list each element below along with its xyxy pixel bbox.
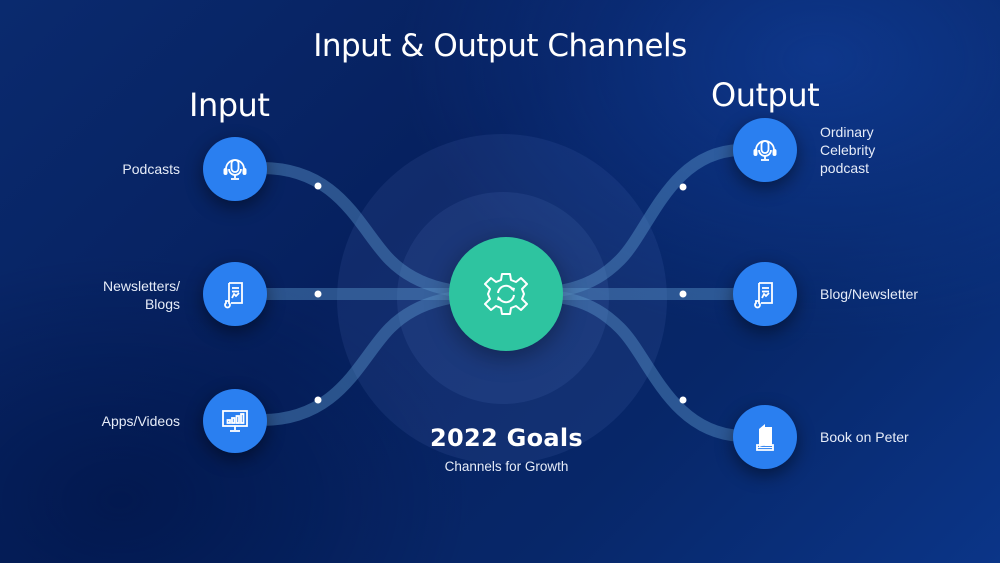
output-node-book[interactable] xyxy=(733,405,797,469)
input-label-newsletters-line1: Newsletters/ xyxy=(102,278,180,294)
output-label-podcast: Ordinary Celebrity podcast xyxy=(820,123,940,177)
input-node-podcasts[interactable] xyxy=(203,137,267,201)
flow-dot xyxy=(679,290,687,298)
output-label-podcast-line1: Ordinary xyxy=(820,124,874,140)
podcast-headphones-mic-icon xyxy=(753,140,777,161)
flow-dot xyxy=(679,396,687,404)
output-node-blog[interactable] xyxy=(733,262,797,326)
flow-dot xyxy=(679,183,687,191)
gear-refresh-icon xyxy=(484,273,528,315)
input-label-newsletters: Newsletters/ Blogs xyxy=(80,277,180,313)
output-label-book: Book on Peter xyxy=(820,429,909,445)
input-label-newsletters-line2: Blogs xyxy=(144,296,180,312)
flow-dot xyxy=(314,290,322,298)
input-heading: Input xyxy=(189,86,270,124)
monitor-chart-icon xyxy=(222,410,248,432)
hub-goals[interactable] xyxy=(449,237,563,351)
output-heading: Output xyxy=(711,76,820,114)
hub-title: 2022 Goals xyxy=(429,424,584,452)
flow-dot xyxy=(314,182,322,190)
hub-subtitle: Channels for Growth xyxy=(444,459,569,474)
flow-dot xyxy=(314,396,322,404)
document-scroll-icon xyxy=(754,282,773,309)
input-node-newsletters[interactable] xyxy=(203,262,267,326)
input-node-apps-videos[interactable] xyxy=(203,389,267,453)
book-icon xyxy=(756,424,774,451)
output-label-podcast-line3: podcast xyxy=(820,160,870,176)
output-label-podcast-line2: Celebrity xyxy=(820,142,876,158)
input-label-podcasts: Podcasts xyxy=(122,161,180,177)
input-label-apps-videos: Apps/Videos xyxy=(101,413,180,429)
document-scroll-icon xyxy=(224,282,243,309)
output-label-blog: Blog/Newsletter xyxy=(820,286,919,302)
podcast-headphones-mic-icon xyxy=(223,159,247,180)
page-title: Input & Output Channels xyxy=(313,28,687,64)
output-node-podcast[interactable] xyxy=(733,118,797,182)
